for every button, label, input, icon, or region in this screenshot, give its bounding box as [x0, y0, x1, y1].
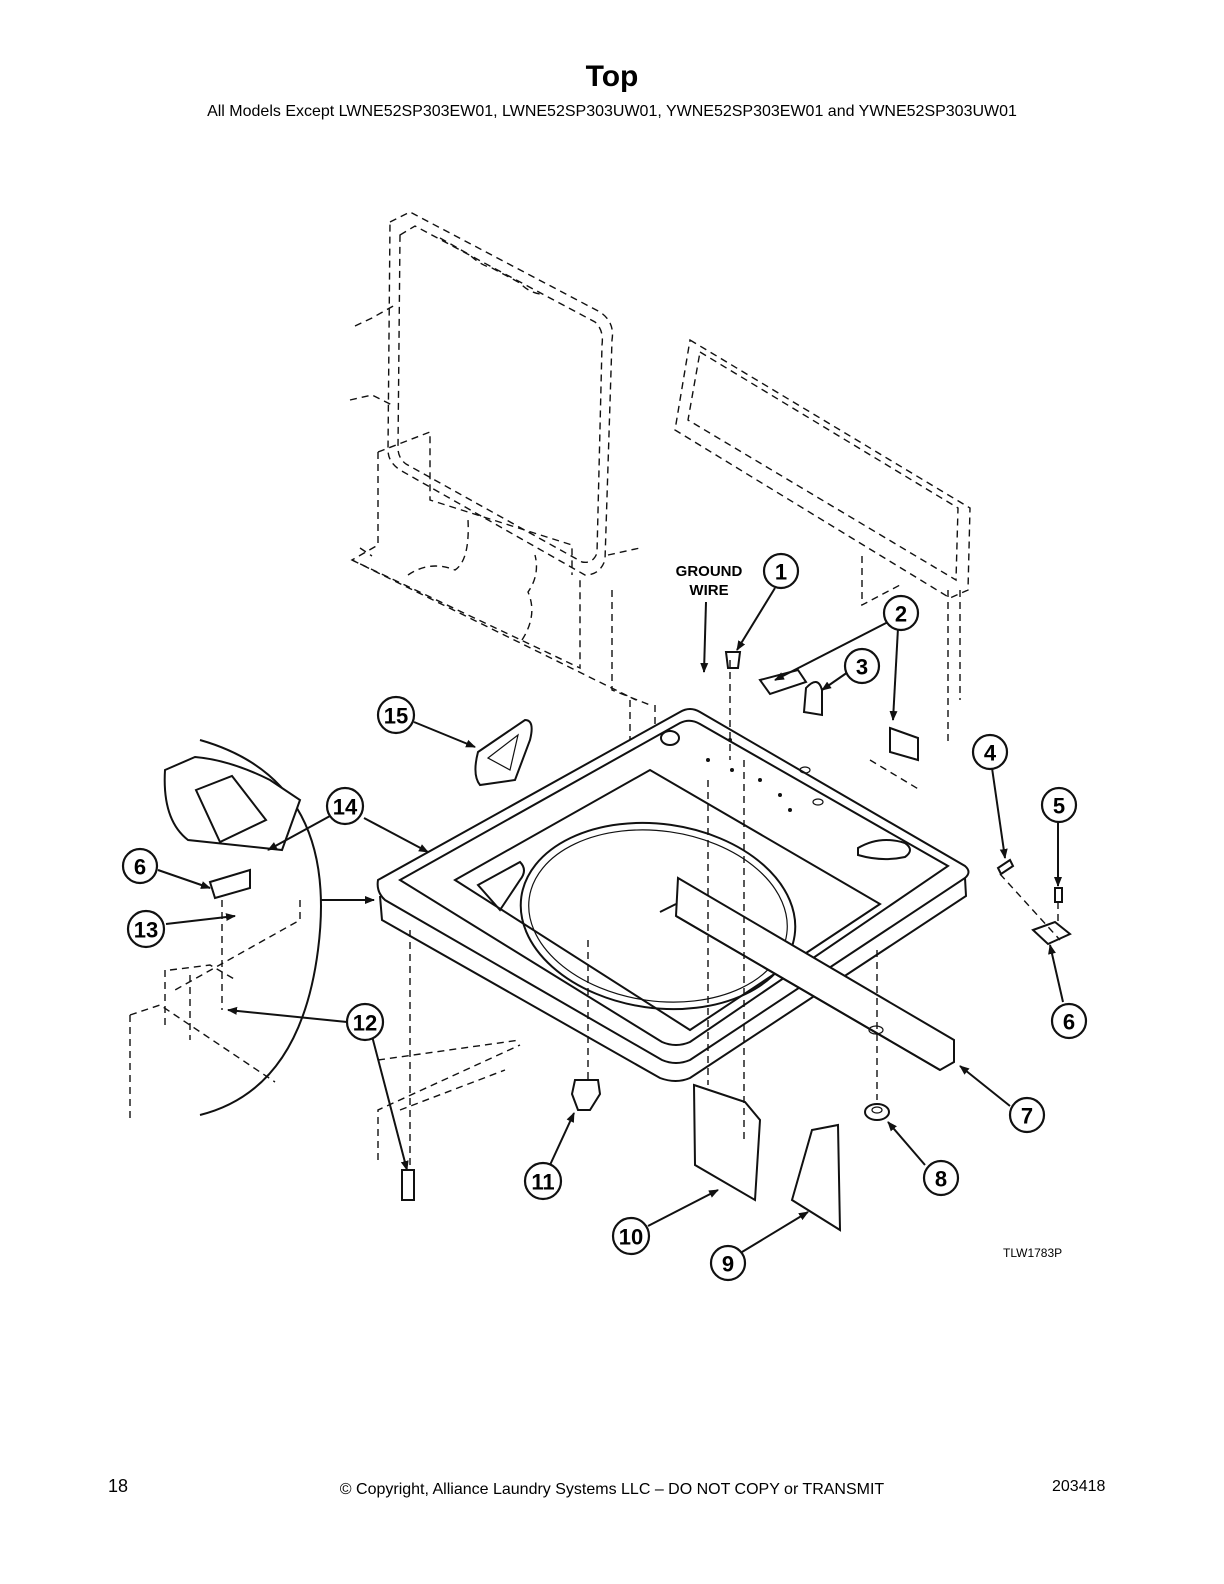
- copyright-notice: © Copyright, Alliance Laundry Systems LL…: [339, 1481, 885, 1498]
- svg-text:10: 10: [619, 1225, 643, 1250]
- callout-14: 14: [325, 786, 365, 826]
- page-subtitle: All Models Except LWNE52SP303EW01, LWNE5…: [207, 103, 1017, 120]
- console-outline: [674, 338, 971, 745]
- rail-part-7: [659, 876, 955, 1072]
- small-parts: [377, 651, 1072, 1232]
- callout-15: 15: [376, 695, 416, 735]
- callout-8: 8: [922, 1159, 960, 1197]
- callout-2: 2: [882, 594, 920, 632]
- svg-text:3: 3: [856, 655, 868, 680]
- callout-6-left: 6: [121, 847, 159, 885]
- svg-text:7: 7: [1021, 1104, 1033, 1129]
- top-panel: [376, 708, 970, 1082]
- callout-3: 3: [843, 647, 881, 685]
- svg-text:15: 15: [384, 704, 408, 729]
- svg-text:9: 9: [722, 1252, 734, 1277]
- svg-text:11: 11: [531, 1170, 554, 1195]
- svg-text:8: 8: [935, 1167, 947, 1192]
- leader-lines: [157, 587, 1064, 1253]
- svg-text:13: 13: [134, 918, 158, 943]
- page-number: 18: [108, 1476, 129, 1496]
- svg-text:14: 14: [333, 795, 358, 820]
- callout-4: 4: [971, 733, 1009, 771]
- callout-1: 1: [762, 552, 800, 590]
- page-title: Top: [585, 60, 639, 93]
- callout-6-right: 6: [1050, 1002, 1088, 1040]
- ground-wire-label-line1: GROUND: [676, 563, 743, 580]
- svg-text:5: 5: [1053, 794, 1065, 819]
- svg-text:6: 6: [1063, 1010, 1075, 1035]
- callout-5: 5: [1040, 786, 1078, 824]
- svg-text:1: 1: [775, 560, 787, 585]
- lid-outline: [349, 211, 614, 576]
- document-number: 203418: [1052, 1478, 1106, 1495]
- drawing-code: TLW1783P: [1003, 1246, 1062, 1260]
- svg-text:6: 6: [134, 855, 146, 880]
- callout-12: 12: [345, 1002, 385, 1042]
- callout-7: 7: [1008, 1096, 1046, 1134]
- callout-13: 13: [126, 909, 166, 949]
- lid-hinge-outline: [350, 430, 641, 670]
- dispenser-part-15: [474, 718, 533, 787]
- callout-10: 10: [611, 1216, 651, 1256]
- svg-text:4: 4: [984, 741, 997, 766]
- callout-11: 11: [523, 1161, 563, 1201]
- detail-view: [129, 739, 322, 1118]
- ground-wire-label-line2: WIRE: [689, 582, 728, 599]
- svg-text:12: 12: [353, 1011, 377, 1036]
- svg-text:2: 2: [895, 602, 907, 627]
- callout-9: 9: [709, 1244, 747, 1282]
